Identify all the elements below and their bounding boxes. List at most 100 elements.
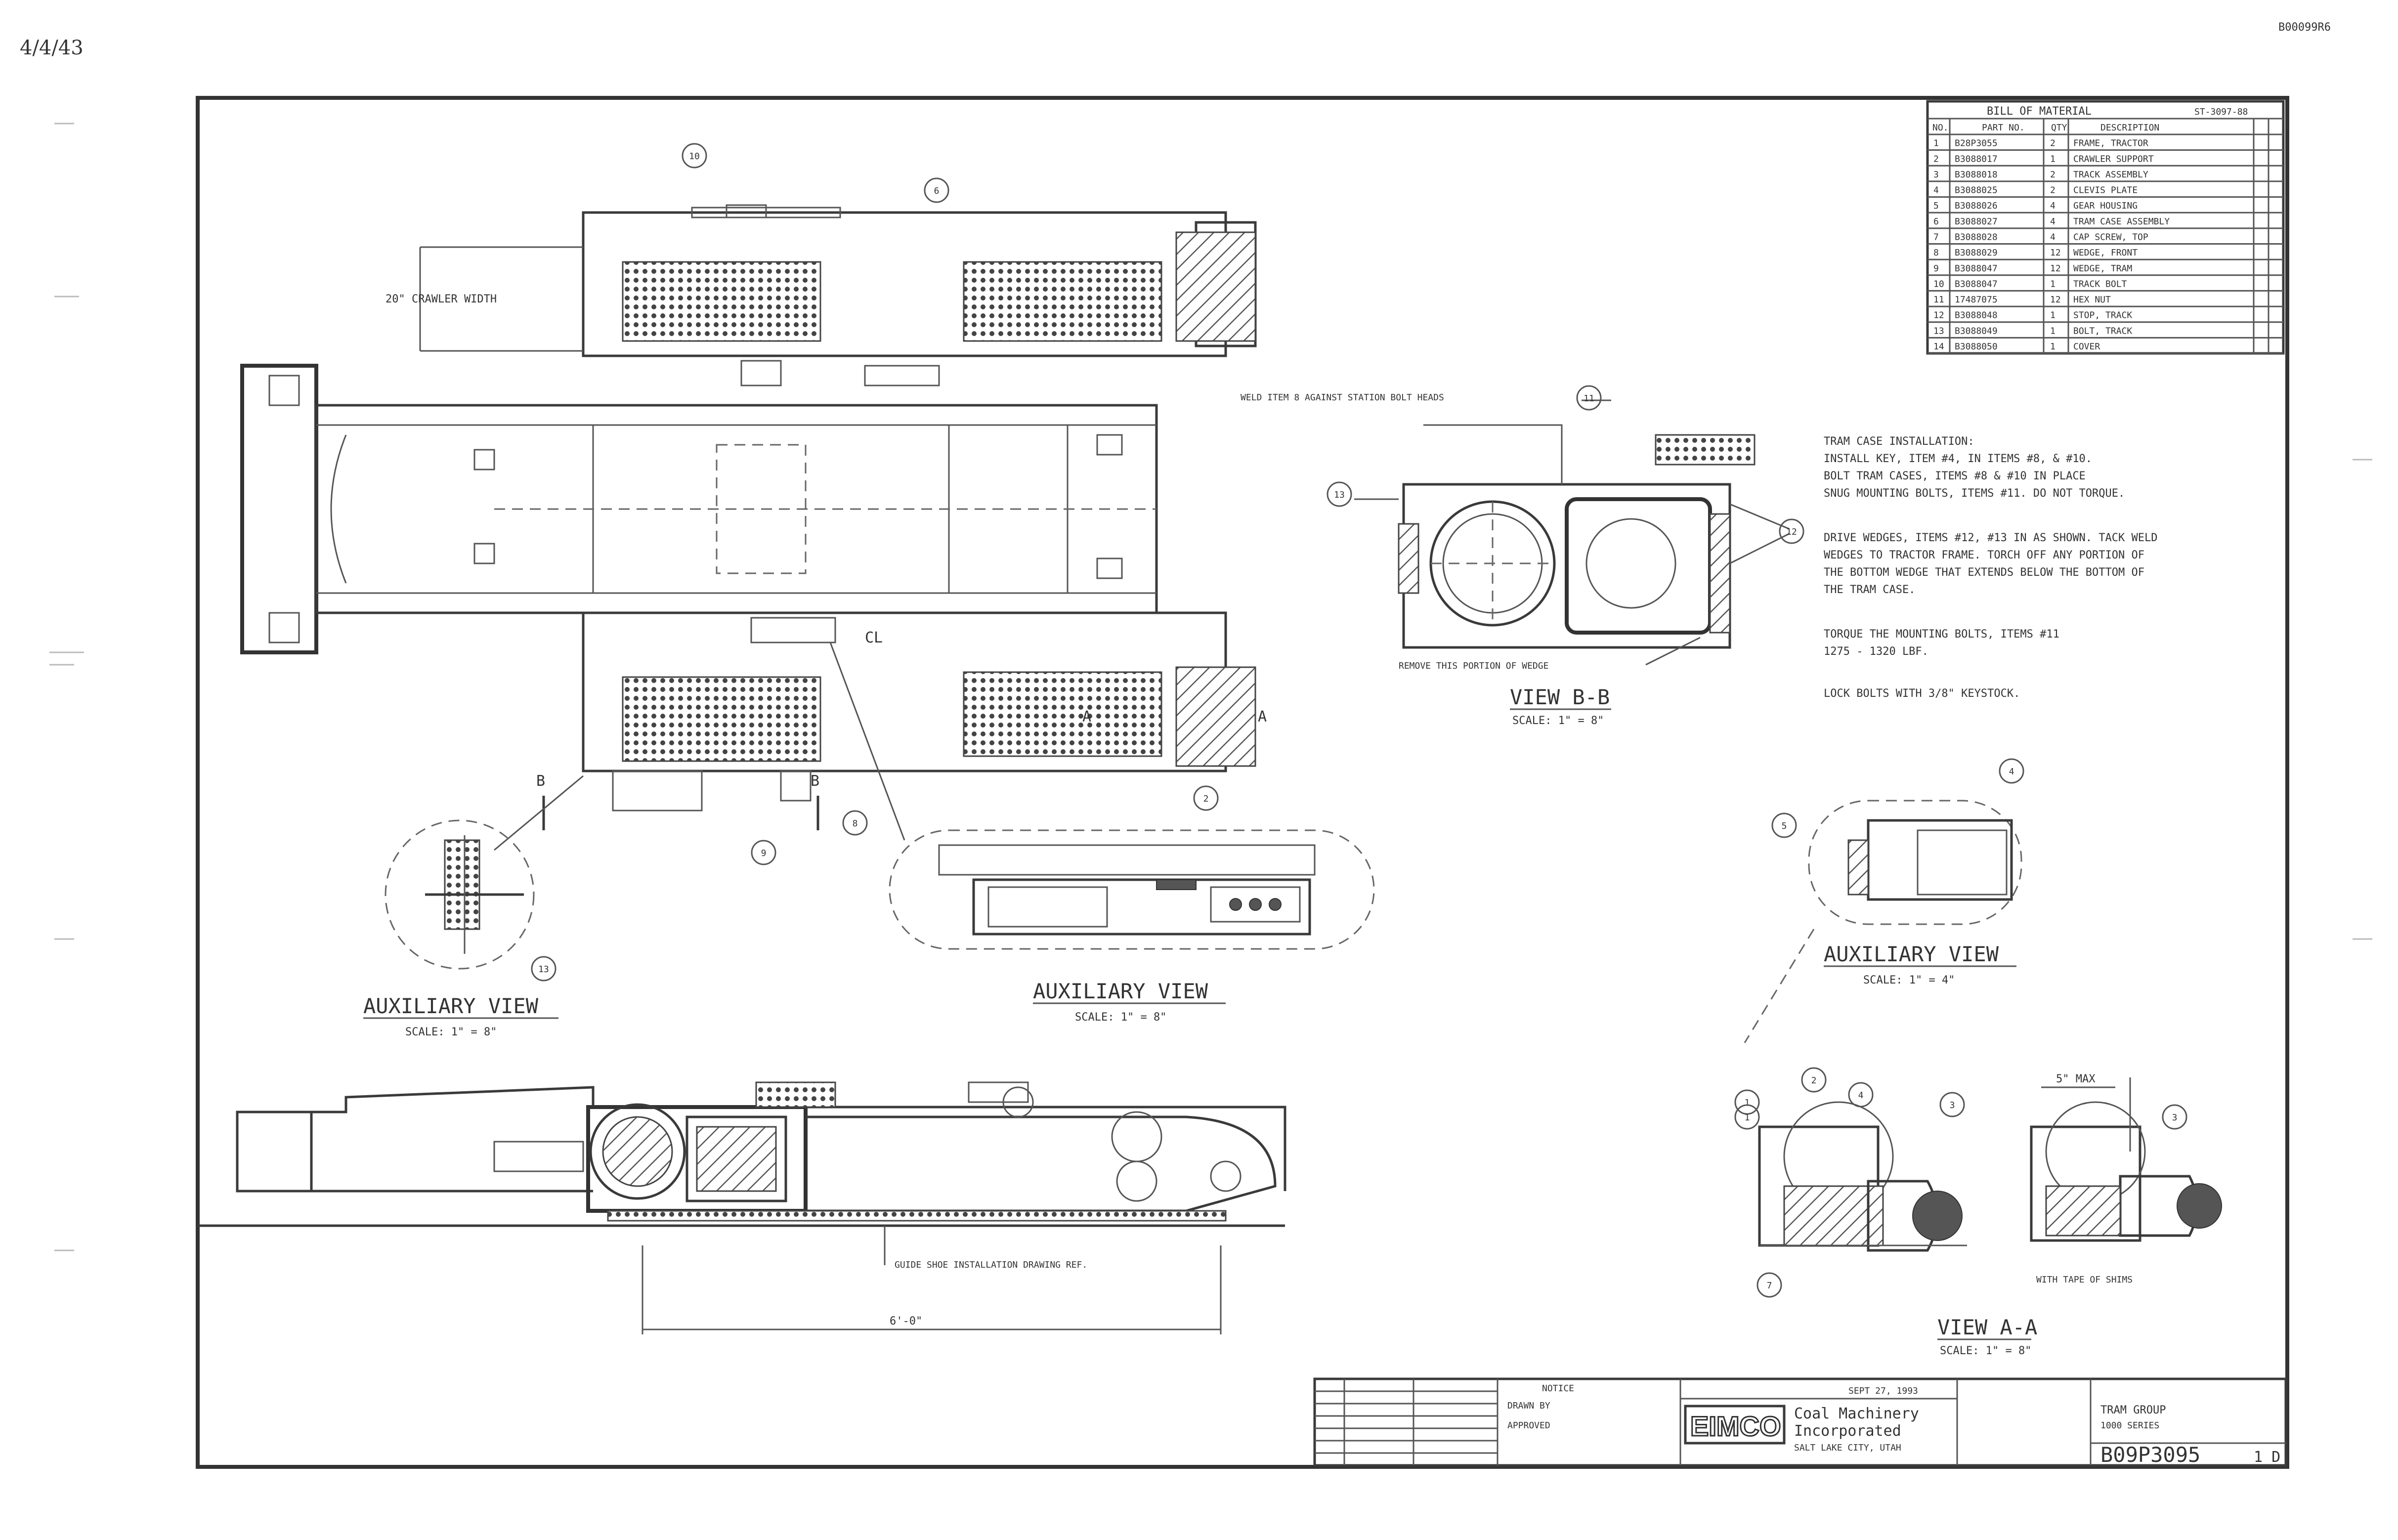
bom-cell: 1 [2050,154,2055,164]
view-bb-scale: SCALE: 1" = 8" [1512,715,1604,727]
balloon-number: 10 [689,151,700,162]
notes-p3-l2: 1275 - 1320 LBF. [1824,645,1928,658]
section-mark-b-right: B [811,772,819,790]
notes-p1-l3: SNUG MOUNTING BOLTS, ITEMS #11. DO NOT T… [1824,487,2125,500]
eimco-logo [1684,1405,1786,1445]
balloon-number: 8 [853,818,858,829]
bom-cell: 4 [2050,216,2055,227]
margin-handwriting: 4/4/43 [20,37,84,59]
upper-track-tread-right [963,261,1162,342]
balloon-number: 1 [1745,1112,1750,1123]
aux-view-1: AUXILIARY VIEW SCALE: 1" = 8" [363,819,558,1038]
bom-col-qty: QTY [2051,123,2067,133]
bom-cell: B3088026 [1955,201,1998,211]
balloon-circle [1801,1067,1827,1093]
notes-p3-l1: TORQUE THE MOUNTING BOLTS, ITEMS #11 [1824,628,2059,641]
bom-cell: 6 [1933,216,1939,227]
aux-view-1-scale: SCALE: 1" = 8" [405,1026,497,1038]
section-mark-a-left: A [1082,708,1091,726]
weld-note: WELD ITEM 8 AGAINST STATION BOLT HEADS [1241,392,1444,403]
balloon-circle [1327,481,1352,507]
balloon-circle [1999,758,2024,784]
balloon-circle [1848,1082,1874,1108]
aux-view-3-title: AUXILIARY VIEW [1824,942,1999,966]
balloon-number: 3 [1950,1100,1955,1111]
tb-approved: APPROVED [1507,1420,1550,1431]
lower-track-tread-left [622,676,821,762]
bom-cell: HEX NUT [2073,295,2111,305]
balloon-circle [1734,1089,1760,1115]
notes-p1-l2: BOLT TRAM CASES, ITEMS #8 & #10 IN PLACE [1824,470,2086,482]
bom-cell: 4 [2050,201,2055,211]
balloon-circle [2162,1104,2187,1130]
section-mark-a-right: A [1258,708,1267,726]
notes-p4-l1: LOCK BOLTS WITH 3/8" KEYSTOCK. [1824,687,2020,700]
balloon-circle [924,177,949,203]
balloon-circle [751,840,776,865]
bom-cell: FRAME, TRACTOR [2073,138,2148,149]
balloon-circle [1193,785,1219,811]
bom-cell: 4 [2050,232,2055,243]
sheet-number: 1 D [2254,1449,2280,1466]
bill-of-material: BILL OF MATERIAL ST-3097-88 NO. PART NO.… [1926,100,2285,355]
view-b-b: WELD ITEM 8 AGAINST STATION BOLT HEADS R… [1241,392,1790,727]
balloon-number: 5 [1782,821,1787,831]
lower-track-end-hatch [1175,666,1256,767]
notes-p2-l1: DRIVE WEDGES, ITEMS #12, #13 IN AS SHOWN… [1824,532,2158,544]
dim-6ft: 6'-0" [890,1315,922,1327]
balloon-number: 1 [1745,1098,1750,1108]
plan-view: 20" CRAWLER WIDTH CL B B A A [240,204,1267,851]
bom-cell: BOLT, TRACK [2073,326,2132,336]
bom-cell: B3088017 [1955,154,1998,164]
bom-cell: 1 [2050,279,2055,289]
balloon-number: 9 [761,848,767,858]
balloon-number: 4 [2009,767,2014,777]
balloon-circle [1734,1104,1760,1130]
tb-date: SEPT 27, 1993 [1848,1386,1918,1396]
tb-drawn-by: DRAWN BY [1507,1401,1550,1411]
balloon-circle [842,810,868,836]
bom-cell: B3088029 [1955,248,1998,258]
bom-cell: 3 [1933,170,1939,180]
bom-cell: 17487075 [1955,295,1998,305]
remove-note: REMOVE THIS PORTION OF WEDGE [1399,661,1548,671]
drawing-title-1: TRAM GROUP [2100,1404,2166,1416]
aux-view-2: AUXILIARY VIEW SCALE: 1" = 8" [889,829,1375,1024]
bom-cell: 1 [1933,138,1939,149]
bom-cell: CAP SCREW, TOP [2073,232,2148,243]
bom-cell: 1 [2050,310,2055,321]
balloon-circle [1939,1092,1965,1117]
balloon-circle [1771,813,1797,838]
bom-cell: 5 [1933,201,1939,211]
company-location: SALT LAKE CITY, UTAH [1794,1443,1901,1453]
bom-cell: B3088028 [1955,232,1998,243]
drawing-title-2: 1000 SERIES [2100,1420,2159,1431]
bom-col-part: PART NO. [1982,123,2025,133]
side-track-tread [607,1210,1227,1222]
company-name-2: Incorporated [1794,1422,1901,1440]
bom-cell: 2 [1933,154,1939,164]
bom-cell: STOP, TRACK [2073,310,2132,321]
bom-title: BILL OF MATERIAL [1987,105,2092,118]
bom-col-desc: DESCRIPTION [2100,123,2159,133]
guide-shoe-note: GUIDE SHOE INSTALLATION DRAWING REF. [895,1260,1087,1270]
bom-cell: COVER [2073,342,2100,352]
bom-cell: 11 [1933,295,1944,305]
bom-cell: 12 [2050,295,2061,305]
bom-cell: 12 [2050,248,2061,258]
notes-p2-l2: WEDGES TO TRACTOR FRAME. TORCH OFF ANY P… [1824,549,2144,561]
balloon-circle [682,143,707,169]
balloon-number: 12 [1786,527,1797,537]
aux-view-1-title: AUXILIARY VIEW [363,994,539,1018]
side-elevation: GUIDE SHOE INSTALLATION DRAWING REF. 6'-… [198,1081,1286,1334]
bom-cell: 9 [1933,263,1939,274]
bom-cell: B3088049 [1955,326,1998,336]
view-aa-title: VIEW A-A [1937,1315,2037,1339]
drawing-number: B09P3095 [2100,1443,2200,1467]
bom-cell: B3088047 [1955,263,1998,274]
tolerance-title: NOTICE [1542,1383,1574,1394]
